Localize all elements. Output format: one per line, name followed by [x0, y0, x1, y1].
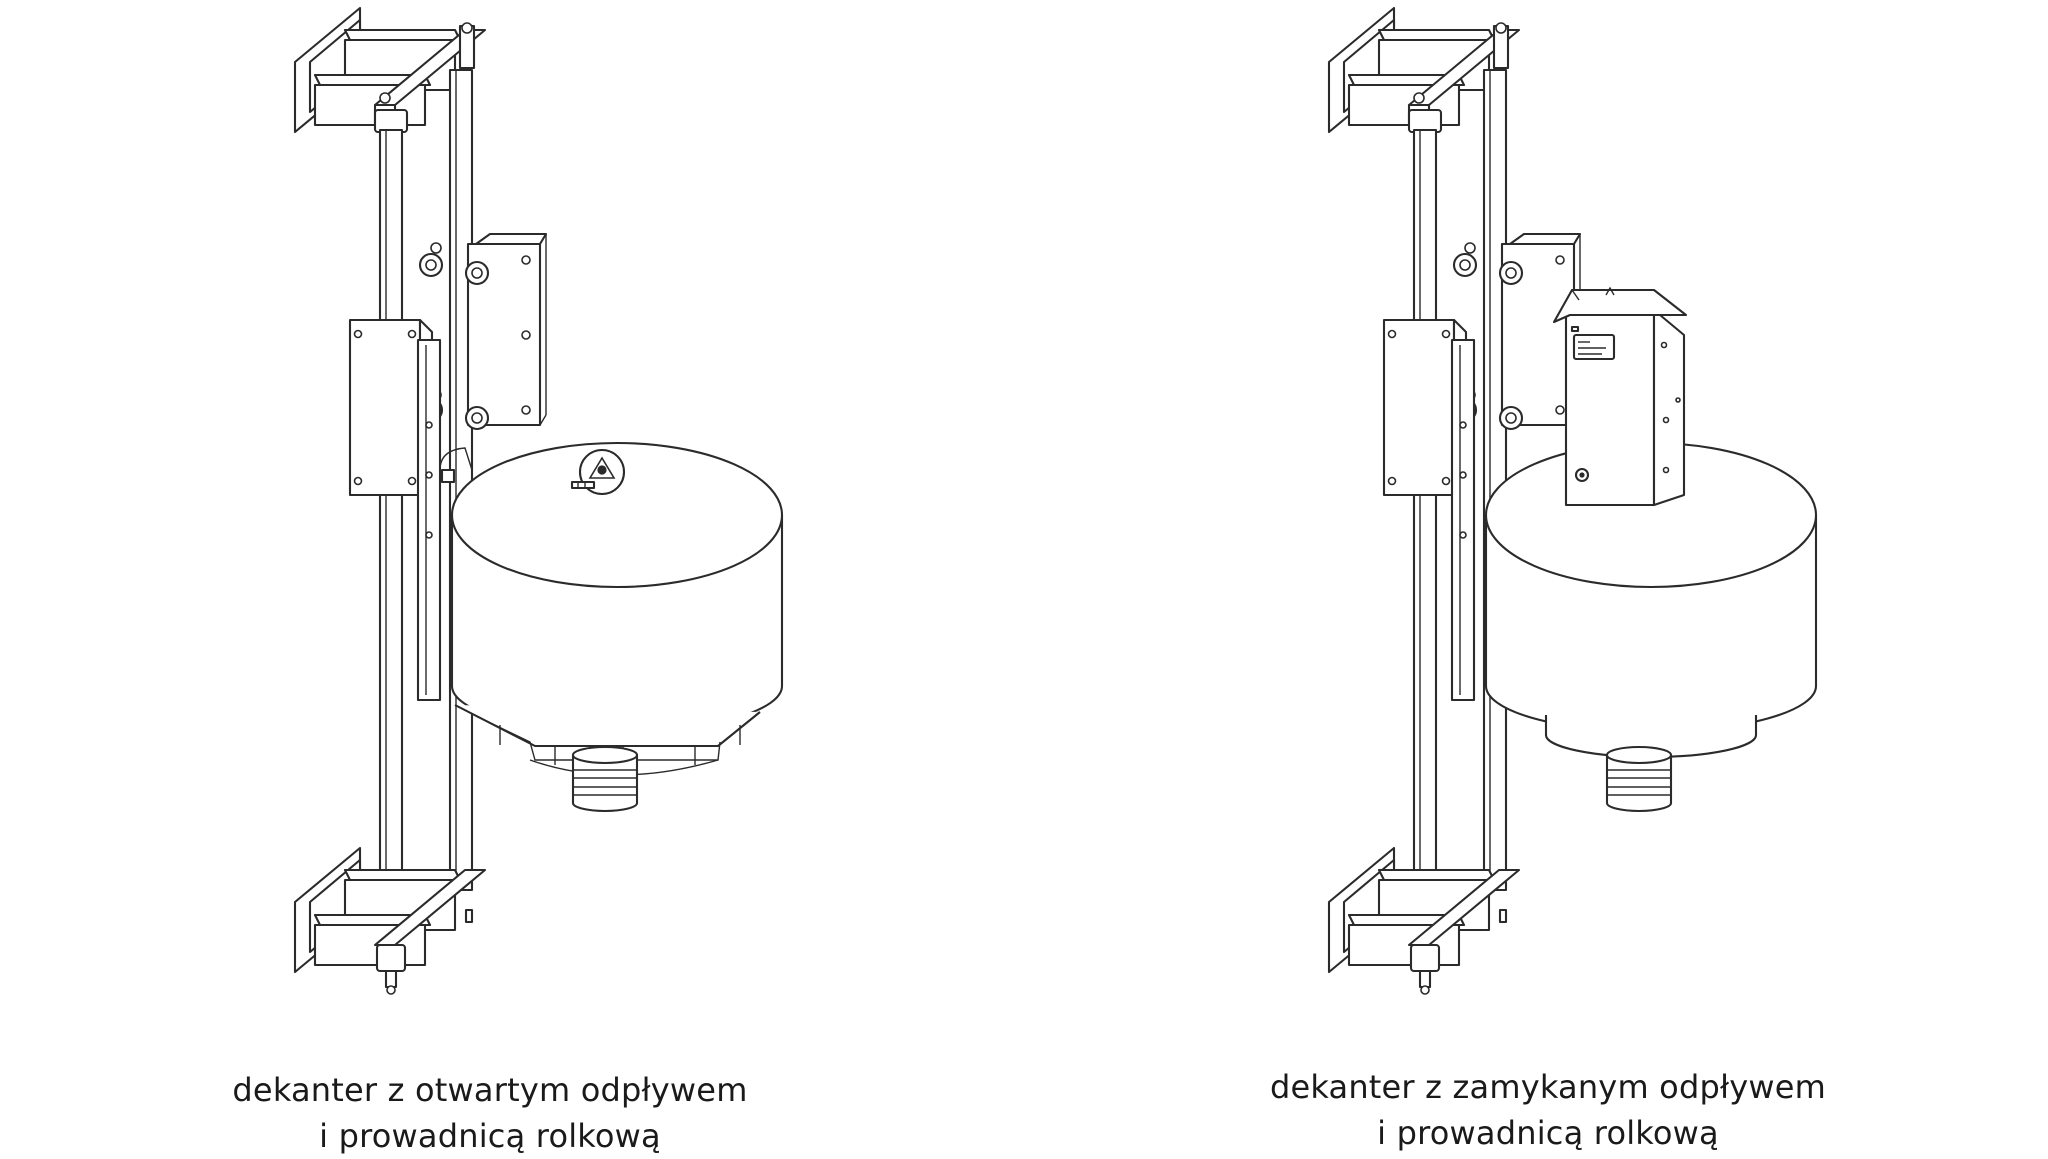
caption-open-outlet: dekanter z otwartym odpływem i prowadnic… — [130, 1067, 850, 1159]
closable-outlet-decanter-drawing — [1234, 0, 1834, 1010]
tube-clamp-top — [375, 110, 407, 132]
bottom-wall-bracket — [295, 848, 485, 994]
caption-closable-outlet: dekanter z zamykanym odpływem i prowadni… — [1188, 1064, 1908, 1156]
tube-clamp-top — [1409, 110, 1441, 132]
open-outlet-decanter-drawing — [200, 0, 800, 1010]
caption-line-1: dekanter z zamykanym odpływem — [1269, 1068, 1827, 1106]
roller-guide-plate — [468, 234, 546, 425]
sliding-mount-plate — [350, 320, 440, 700]
outlet-pipe — [1607, 747, 1671, 811]
caption-line-2: i prowadnicą rolkową — [1377, 1114, 1719, 1152]
top-wall-bracket — [1329, 8, 1519, 132]
decanter-drum — [440, 443, 782, 732]
sliding-mount-plate — [1384, 320, 1474, 700]
caption-line-1: dekanter z otwartym odpływem — [232, 1071, 748, 1109]
outlet-pipe — [573, 747, 637, 811]
bottom-wall-bracket — [1329, 848, 1519, 994]
control-box — [1554, 288, 1686, 505]
caption-line-2: i prowadnicą rolkową — [319, 1117, 661, 1155]
